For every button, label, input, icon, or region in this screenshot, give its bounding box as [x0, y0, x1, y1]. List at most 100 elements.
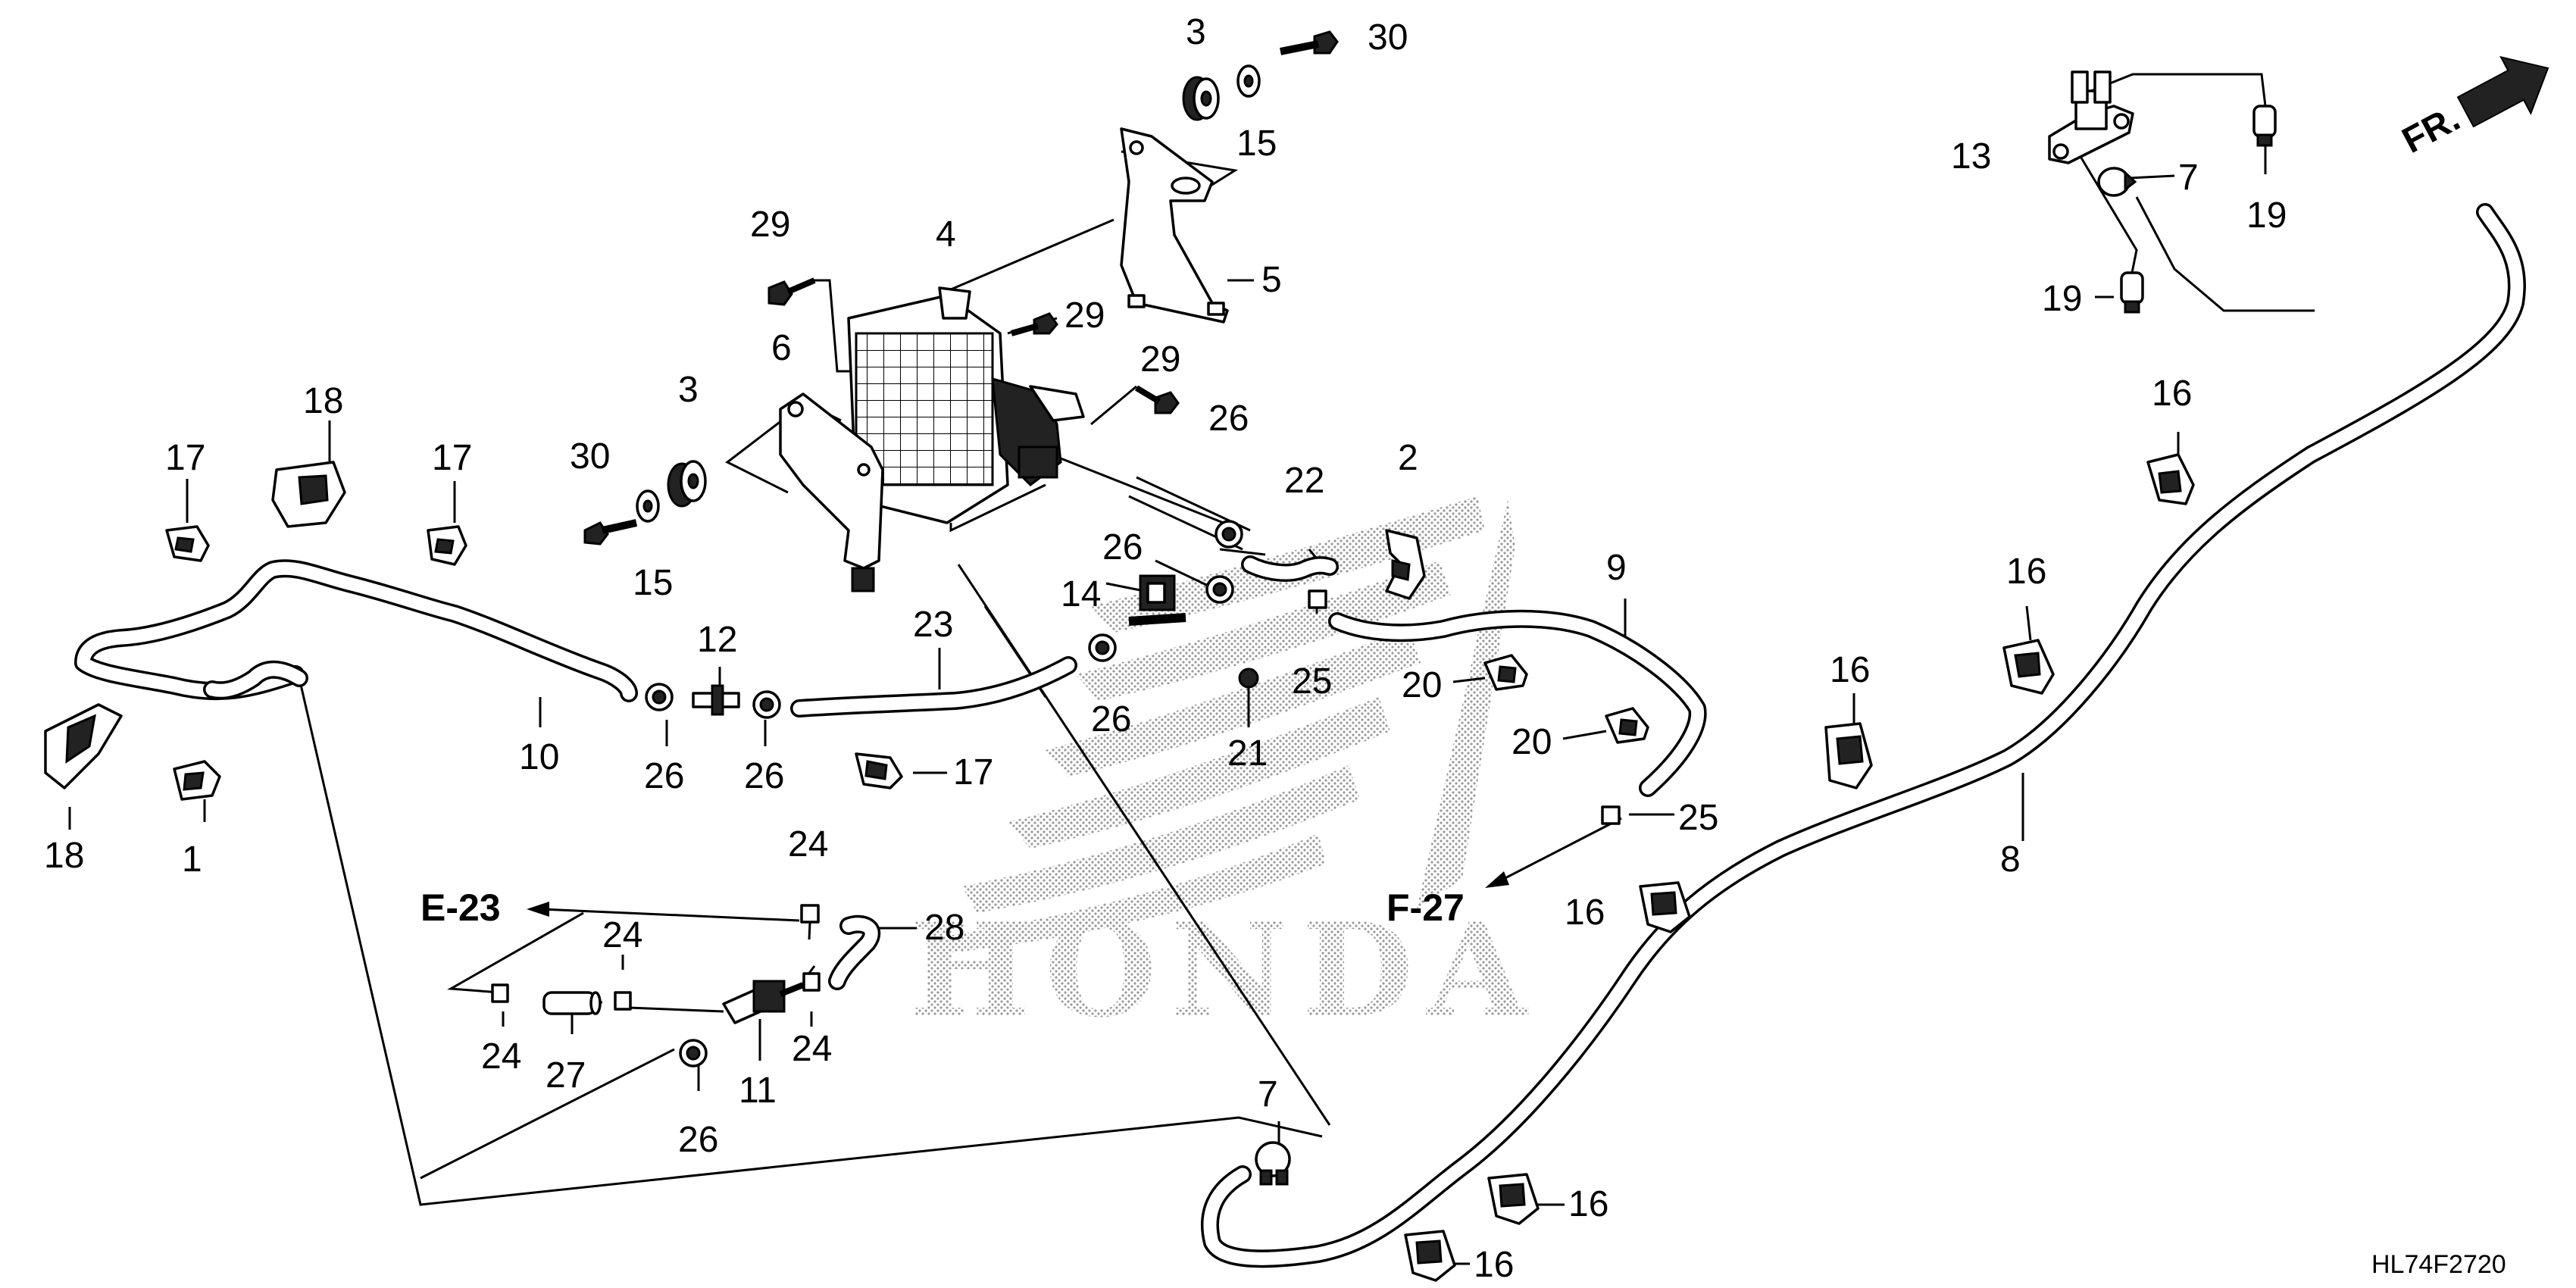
- label-part-26-b: 26: [744, 756, 784, 796]
- label-part-1: 1: [182, 839, 202, 880]
- label-part-20-a: 20: [1402, 665, 1442, 705]
- bolt-part-30-left: [583, 519, 638, 546]
- label-part-7-bottom: 7: [1258, 1074, 1278, 1114]
- label-part-26-f: 26: [678, 1120, 718, 1160]
- part-labels: 3 30 15 5 4 29 29 29 6 3 30 15 18 17 17 …: [44, 12, 2287, 1285]
- washer-part-15-left: [636, 489, 660, 523]
- label-part-24-b: 24: [602, 915, 642, 955]
- joint-part-13: [2048, 70, 2134, 164]
- label-part-27: 27: [546, 1055, 586, 1096]
- label-part-17-a: 17: [165, 438, 205, 478]
- honda-wing-watermark: [924, 496, 1515, 955]
- label-part-3-top: 3: [1186, 12, 1206, 52]
- bolt-part-29-a: [767, 277, 816, 306]
- hose-8: [1201, 203, 2526, 1268]
- hose-9: [1328, 609, 1707, 797]
- label-part-2: 2: [1398, 438, 1418, 478]
- label-part-6: 6: [771, 328, 792, 368]
- label-part-24-d: 24: [792, 1029, 832, 1069]
- label-part-30-left: 30: [570, 436, 610, 477]
- label-part-21: 21: [1227, 733, 1268, 774]
- label-part-10: 10: [519, 737, 559, 777]
- label-part-29-c: 29: [1140, 339, 1180, 380]
- canister-part-4: [847, 286, 1085, 524]
- label-part-30-top: 30: [1368, 17, 1408, 58]
- leader-lines: [68, 73, 2315, 1265]
- clamp-part-26: [645, 520, 1243, 1068]
- clamp-part-1: [173, 760, 221, 801]
- honda-watermark-text: HONDA: [909, 895, 1540, 1046]
- label-part-19-left: 19: [2042, 279, 2082, 319]
- filter-part-11: [722, 980, 805, 1024]
- joint-part-12: [692, 684, 740, 716]
- label-part-16-f: 16: [1474, 1245, 1514, 1285]
- valve-part-14: [1128, 574, 1186, 626]
- clip-part-25: [1308, 589, 1621, 825]
- label-part-16-a: 16: [2152, 374, 2192, 414]
- label-part-16-b: 16: [2006, 552, 2046, 592]
- clamp-part-2: [1385, 529, 1426, 600]
- label-part-17-c: 17: [953, 752, 993, 792]
- label-part-14: 14: [1061, 574, 1101, 614]
- reference-f27: F-27: [1386, 886, 1465, 929]
- clip-part-24: [491, 904, 821, 1011]
- washer-part-15-top: [1236, 64, 1261, 98]
- label-part-12: 12: [697, 620, 737, 660]
- label-part-18-top: 18: [303, 381, 343, 421]
- clamp-part-16: [1404, 453, 2195, 1282]
- diagram-code: HL74F2720: [2371, 1250, 2506, 1279]
- label-part-26-a: 26: [644, 756, 684, 796]
- bracket-part-6: [779, 392, 884, 592]
- clamp-part-18: [44, 461, 346, 789]
- label-part-3-left: 3: [678, 370, 699, 410]
- label-part-7-top: 7: [2178, 158, 2199, 198]
- tube-part-27: [542, 991, 602, 1015]
- label-part-24-a: 24: [788, 824, 828, 864]
- label-part-16-c: 16: [1830, 650, 1870, 690]
- label-part-26-c: 26: [1091, 699, 1131, 739]
- grommet-part-3-top: [1182, 76, 1220, 121]
- label-part-11: 11: [739, 1071, 777, 1111]
- label-part-15-left: 15: [633, 563, 673, 603]
- label-part-29-a: 29: [750, 205, 790, 245]
- hose-22: [1128, 476, 1339, 582]
- label-part-13: 13: [1951, 136, 1991, 177]
- bolt-part-29-b: [1010, 312, 1058, 336]
- label-part-16-d: 16: [1565, 893, 1605, 933]
- bolt-part-29-c: [1134, 385, 1180, 414]
- label-part-22: 22: [1284, 461, 1324, 501]
- front-marker-text: FR.: [2396, 98, 2466, 161]
- bracket-part-5: [1120, 127, 1229, 324]
- label-part-23: 23: [913, 605, 953, 645]
- label-part-17-b: 17: [432, 438, 472, 478]
- label-part-8: 8: [2000, 839, 2021, 880]
- label-part-4: 4: [936, 214, 956, 255]
- label-part-28: 28: [924, 908, 964, 948]
- label-part-29-b: 29: [1064, 295, 1105, 336]
- front-direction-marker: FR.: [2396, 55, 2549, 161]
- reference-e23: E-23: [420, 886, 501, 929]
- front-arrow-icon: [2456, 55, 2549, 128]
- clip-part-19: [2120, 105, 2277, 314]
- label-part-26-e: 26: [1208, 399, 1249, 439]
- bolt-part-30-top: [1280, 30, 1339, 55]
- label-part-18-bottom: 18: [44, 836, 84, 876]
- clamp-part-7-bottom: [1255, 1141, 1291, 1186]
- clamp-part-7-top: [2097, 167, 2137, 197]
- clip-part-21: [1238, 667, 1259, 689]
- label-part-25-b: 25: [1678, 798, 1718, 838]
- label-part-5: 5: [1261, 260, 1282, 300]
- label-part-9: 9: [1606, 548, 1627, 588]
- label-part-26-d: 26: [1102, 527, 1143, 567]
- label-part-24-c: 24: [481, 1036, 521, 1077]
- label-part-15-top: 15: [1236, 123, 1277, 164]
- label-part-20-b: 20: [1512, 722, 1552, 762]
- grommet-part-3-left: [667, 460, 707, 508]
- label-part-16-e: 16: [1568, 1184, 1608, 1224]
- label-part-25-a: 25: [1292, 661, 1332, 702]
- label-part-19-right: 19: [2246, 195, 2287, 236]
- hose-28: [828, 914, 881, 990]
- clamp-part-17: [165, 525, 903, 789]
- clamp-part-20: [1483, 654, 1649, 744]
